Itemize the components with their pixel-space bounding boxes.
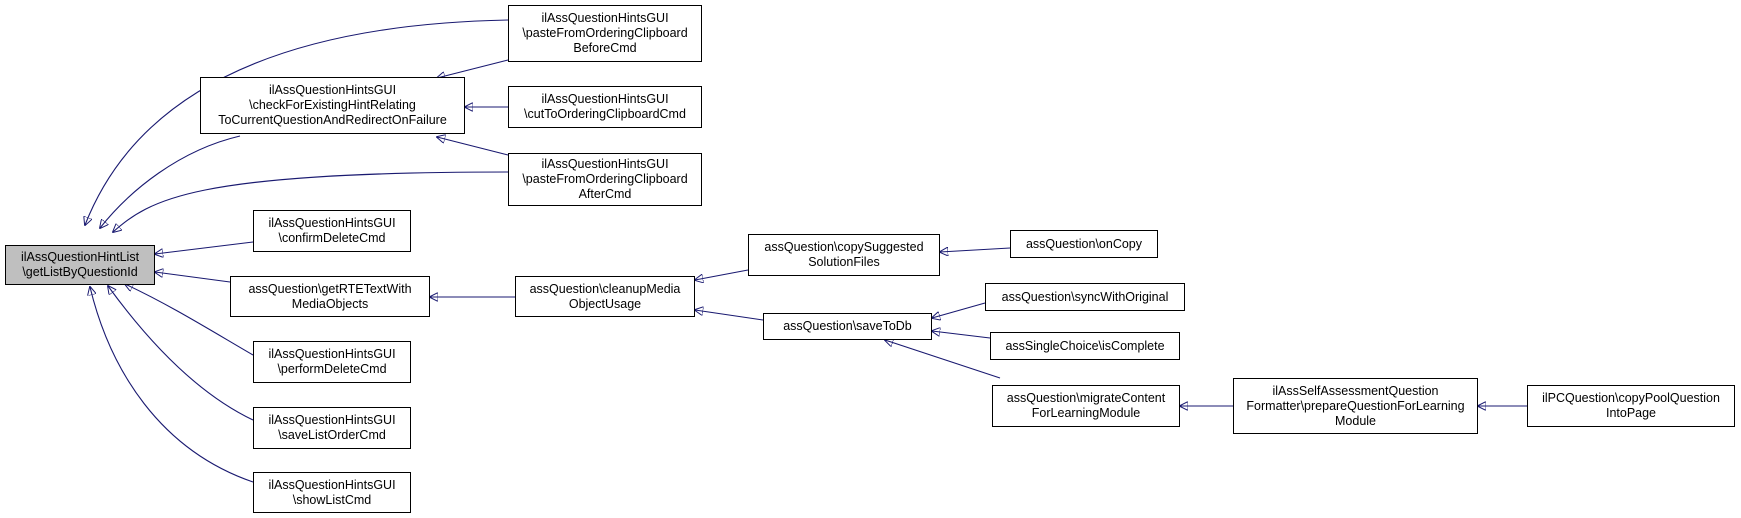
node-cleanup-media[interactable]: assQuestion\cleanupMedia ObjectUsage [515,276,695,317]
node-perform-delete-line-1: ilAssQuestionHintsGUI [268,347,396,361]
node-cut-to-line-1: ilAssQuestionHintsGUI [541,92,669,106]
edge-root-performDelete [125,284,254,356]
edge-cleanup-saveToDb [695,310,764,321]
node-save-to-db[interactable]: assQuestion\saveToDb [763,313,932,340]
node-paste-before-line-3: BeforeCmd [573,41,637,55]
node-prepare-question-line-1: ilAssSelfAssessmentQuestion [1272,383,1439,398]
edge-root-saveListOrder [108,286,254,421]
node-confirm-delete-line-2: \confirmDeleteCmd [278,231,386,245]
node-root[interactable]: ilAssQuestionHintList \getListByQuestion… [5,245,155,285]
node-prepare-question-line-3: Module [1335,413,1376,428]
node-copy-pool[interactable]: ilPCQuestion\copyPoolQuestion IntoPage [1527,385,1735,427]
edge-root-pasteAfter [113,171,509,232]
node-sync-with-original[interactable]: assQuestion\syncWithOriginal [985,283,1185,311]
edge-saveToDb-migrate [885,340,1001,379]
edge-saveToDb-isComplete [932,331,991,339]
node-show-list-line-2: \showListCmd [292,492,372,507]
node-cut-to-line-2: \cutToOrderingClipboardCmd [524,107,686,121]
node-save-to-db-line-1: assQuestion\saveToDb [783,319,912,333]
node-migrate-content-line-2: ForLearningModule [1031,406,1141,420]
edge-cleanup-copySuggested [695,269,749,280]
node-is-complete[interactable]: assSingleChoice\isComplete [990,332,1180,360]
node-on-copy[interactable]: assQuestion\onCopy [1010,230,1158,258]
edge-root-getRTE [155,272,231,283]
node-show-list[interactable]: ilAssQuestionHintsGUI \showListCmd [253,472,411,513]
node-copy-pool-line-2: IntoPage [1605,406,1657,420]
node-perform-delete[interactable]: ilAssQuestionHintsGUI \performDeleteCmd [253,341,411,383]
node-paste-after-line-2: \pasteFromOrderingClipboard [522,172,688,186]
node-cleanup-media-line-2: ObjectUsage [568,296,642,311]
node-check-existing-line-3: ToCurrentQuestionAndRedirectOnFailure [218,113,447,127]
edge-root-confirmDelete [155,241,254,254]
node-root-line-1: ilAssQuestionHintList [20,250,140,264]
node-confirm-delete-line-1: ilAssQuestionHintsGUI [268,216,396,230]
node-perform-delete-line-2: \performDeleteCmd [277,362,387,376]
node-paste-before[interactable]: ilAssQuestionHintsGUI \pasteFromOrdering… [508,5,702,62]
edge-root-showList [90,287,254,483]
node-copy-pool-line-1: ilPCQuestion\copyPoolQuestion [1542,391,1720,405]
node-cut-to[interactable]: ilAssQuestionHintsGUI \cutToOrderingClip… [508,86,702,128]
edge-saveToDb-sync [932,302,986,318]
node-save-list-order-line-2: \saveListOrderCmd [278,428,386,442]
node-check-existing-line-2: \checkForExistingHintRelating [249,98,416,112]
node-get-rte-line-2: MediaObjects [291,296,369,311]
node-prepare-question-line-2: Formatter\prepareQuestionForLearning [1246,398,1465,413]
node-prepare-question[interactable]: ilAssSelfAssessmentQuestion Formatter\pr… [1233,378,1478,434]
edge-check-pasteAfter [437,137,509,156]
node-copy-suggested-line-2: SolutionFiles [808,255,880,269]
node-paste-before-line-1: ilAssQuestionHintsGUI [541,11,669,25]
node-get-rte[interactable]: assQuestion\getRTETextWith MediaObjects [230,276,430,317]
edge-copySuggested-onCopy [940,248,1011,252]
node-paste-after-line-1: ilAssQuestionHintsGUI [541,157,669,171]
node-paste-after-line-3: AfterCmd [578,187,632,201]
node-save-list-order[interactable]: ilAssQuestionHintsGUI \saveListOrderCmd [253,407,411,449]
node-save-list-order-line-1: ilAssQuestionHintsGUI [268,413,396,427]
node-check-existing-line-1: ilAssQuestionHintsGUI [268,83,397,97]
node-paste-after[interactable]: ilAssQuestionHintsGUI \pasteFromOrdering… [508,153,702,206]
node-migrate-content-line-1: assQuestion\migrateContent [1006,391,1166,405]
node-is-complete-line-1: assSingleChoice\isComplete [1005,338,1165,353]
node-on-copy-line-1: assQuestion\onCopy [1025,236,1143,251]
node-root-line-2: \getListByQuestionId [22,265,138,279]
node-confirm-delete[interactable]: ilAssQuestionHintsGUI \confirmDeleteCmd [253,210,411,252]
node-get-rte-line-1: assQuestion\getRTETextWith [248,281,412,296]
node-migrate-content[interactable]: assQuestion\migrateContent ForLearningMo… [992,385,1180,427]
edge-check-pasteBefore [437,59,509,78]
node-copy-suggested[interactable]: assQuestion\copySuggested SolutionFiles [748,234,940,276]
node-cleanup-media-line-1: assQuestion\cleanupMedia [529,281,681,296]
node-sync-with-original-line-1: assQuestion\syncWithOriginal [1001,289,1169,304]
node-check-existing[interactable]: ilAssQuestionHintsGUI \checkForExistingH… [200,77,465,134]
node-copy-suggested-line-1: assQuestion\copySuggested [764,240,924,254]
edge-root-checkExisting [100,135,241,228]
node-show-list-line-1: ilAssQuestionHintsGUI [268,477,396,492]
node-paste-before-line-2: \pasteFromOrderingClipboard [522,26,688,40]
